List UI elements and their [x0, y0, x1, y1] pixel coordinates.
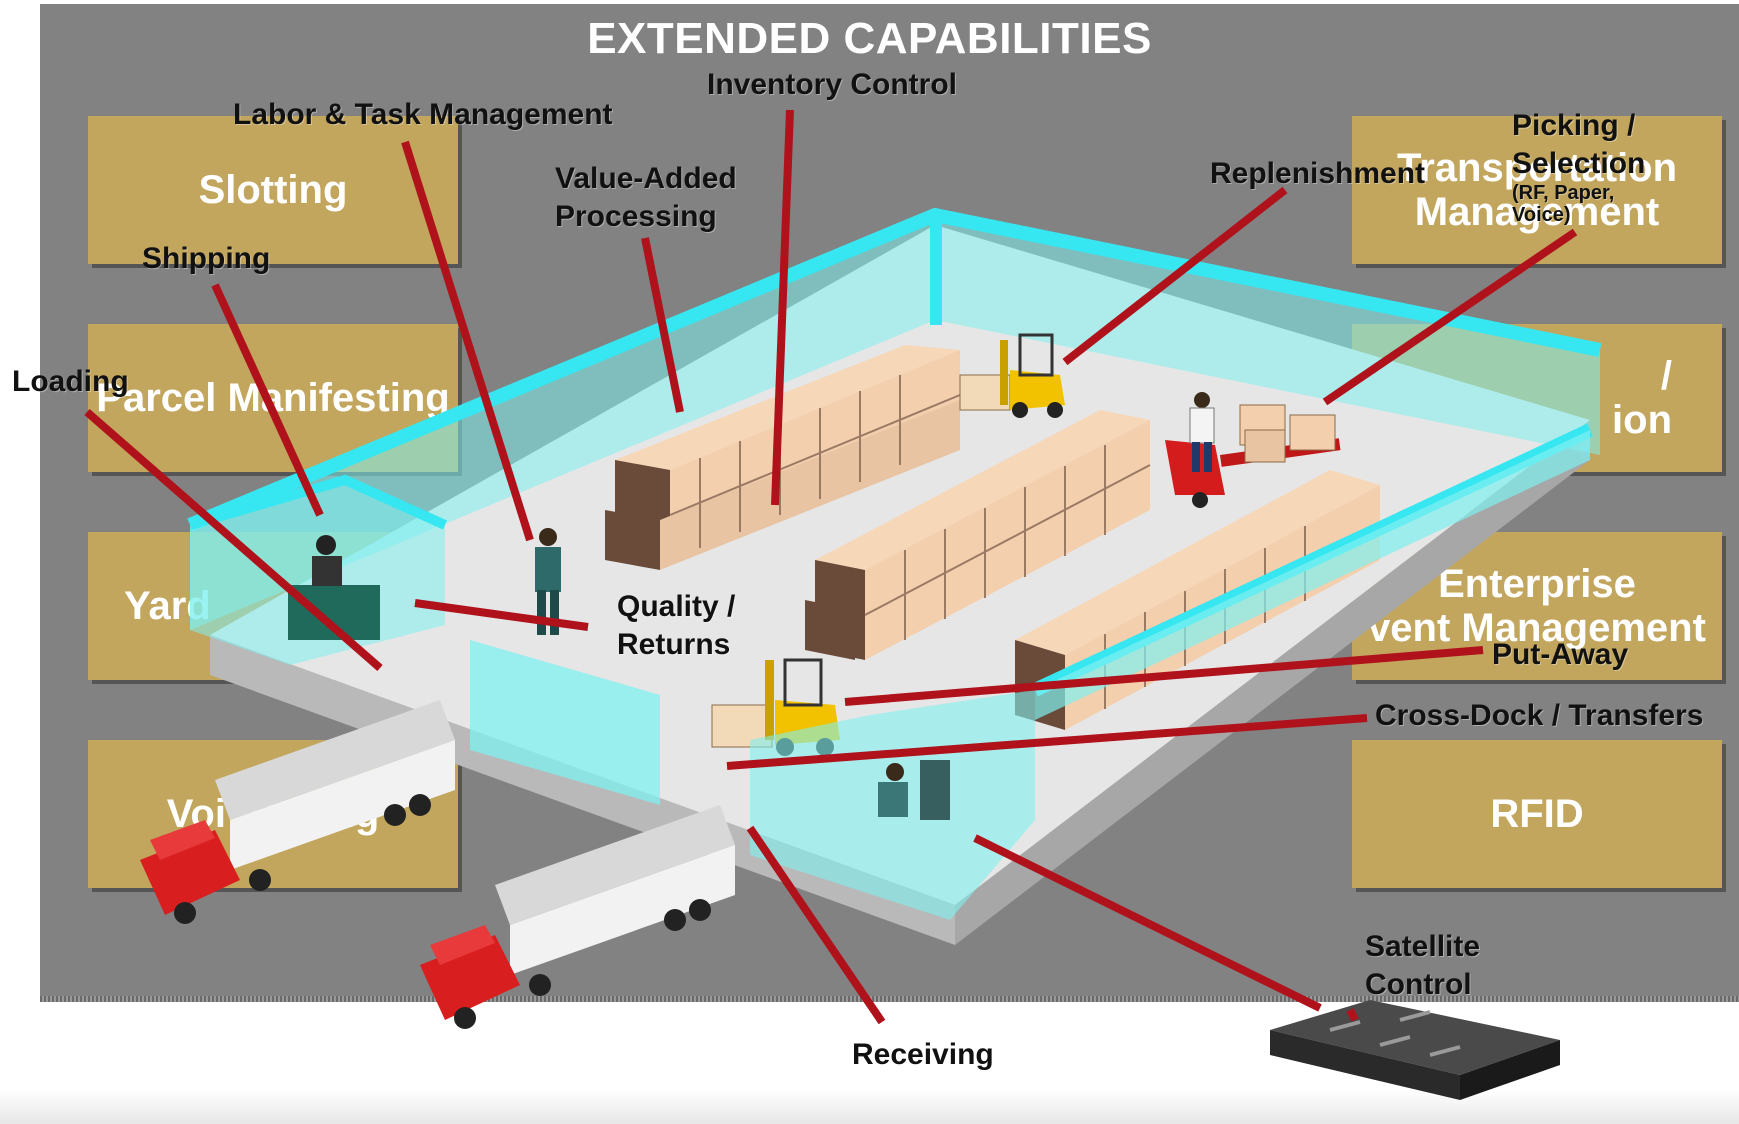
back-wall-right — [935, 215, 1600, 455]
label-cross-dock-transfers: Cross-Dock / Transfers — [1375, 699, 1704, 732]
front-partition — [470, 640, 660, 805]
right-wall — [1035, 430, 1590, 720]
label-inventory-control: Inventory Control — [707, 68, 958, 101]
leader-replenishment — [1062, 186, 1288, 366]
worker-icon — [1189, 392, 1215, 472]
label-loading: Loading — [12, 365, 129, 398]
worker-icon — [878, 760, 950, 820]
wall-corner — [930, 215, 942, 325]
label-satellite-line1: Satellite — [1365, 930, 1481, 963]
rack-1 — [605, 345, 961, 570]
box-transportation-management: Transportation Management — [1352, 116, 1722, 264]
label-quality-returns: Quality / Returns — [617, 588, 735, 663]
label-satellite-line2: Control — [1365, 967, 1472, 1001]
label-picking-line1: Picking / — [1512, 109, 1636, 142]
box-enterprise-line1: Enterprise — [1438, 562, 1636, 606]
label-labor-task-management: Labor & Task Management — [233, 98, 613, 131]
label-value-added-processing: Value-Added Processing — [555, 160, 737, 235]
leader-lines — [84, 109, 1578, 1025]
box-rfid: RFID — [1352, 740, 1722, 888]
label-picking-selection: Picking / Selection — [1512, 107, 1645, 182]
label-value-added-line2: Processing — [555, 199, 717, 233]
leader-inventory-control — [771, 109, 794, 506]
truck-icon — [140, 700, 455, 924]
rack-2 — [805, 410, 1151, 660]
box-right-2-line1: / — [1660, 354, 1672, 398]
leader-value-added — [641, 237, 684, 413]
label-receiving: Receiving — [852, 1038, 994, 1071]
label-value-added-line1: Value-Added — [555, 162, 737, 195]
box-rfid-label: RFID — [1490, 792, 1584, 836]
label-picking-line2: Selection — [1512, 146, 1646, 180]
leader-receiving — [746, 825, 886, 1025]
leader-cross-dock — [726, 714, 1368, 770]
box-transportation-line1: Transportation — [1396, 146, 1678, 190]
leader-shipping — [211, 283, 324, 517]
leader-quality — [414, 599, 589, 631]
box-slotting: Slotting — [88, 116, 458, 264]
truck-icon — [420, 805, 735, 1029]
box-right-2-line2: ion — [1612, 398, 1672, 442]
label-picking-methods: (RF, Paper, Voice) — [1512, 182, 1614, 226]
panel-edge — [40, 996, 1739, 1002]
label-quality-line1: Quality / — [617, 590, 736, 623]
forklift-icon — [959, 333, 1065, 418]
floor-side-front — [210, 635, 955, 945]
leader-satellite — [973, 834, 1322, 1012]
label-picking-line3: (RF, Paper, — [1512, 182, 1615, 204]
leader-labor-task — [401, 140, 534, 542]
label-satellite-control: Satellite Control — [1365, 928, 1480, 1003]
label-replenishment: Replenishment — [1210, 157, 1426, 190]
box-enterprise-line2: vent Management — [1368, 606, 1706, 650]
box-transportation-line2: Management — [1414, 190, 1660, 234]
leader-loading — [84, 408, 383, 672]
leader-put-away — [844, 646, 1484, 706]
shipping-office-top — [188, 474, 448, 530]
label-put-away: Put-Away — [1492, 638, 1629, 671]
worker-icon — [535, 528, 561, 635]
label-picking-line4: Voice) — [1512, 204, 1571, 226]
box-slotting-label: Slotting — [198, 168, 348, 212]
label-quality-line2: Returns — [617, 627, 731, 661]
page-title: EXTENDED CAPABILITIES — [587, 14, 1152, 63]
server-icon — [1270, 1000, 1560, 1100]
floor-side-right — [955, 420, 1590, 945]
leader-picking — [1322, 228, 1578, 406]
label-shipping: Shipping — [142, 242, 271, 275]
